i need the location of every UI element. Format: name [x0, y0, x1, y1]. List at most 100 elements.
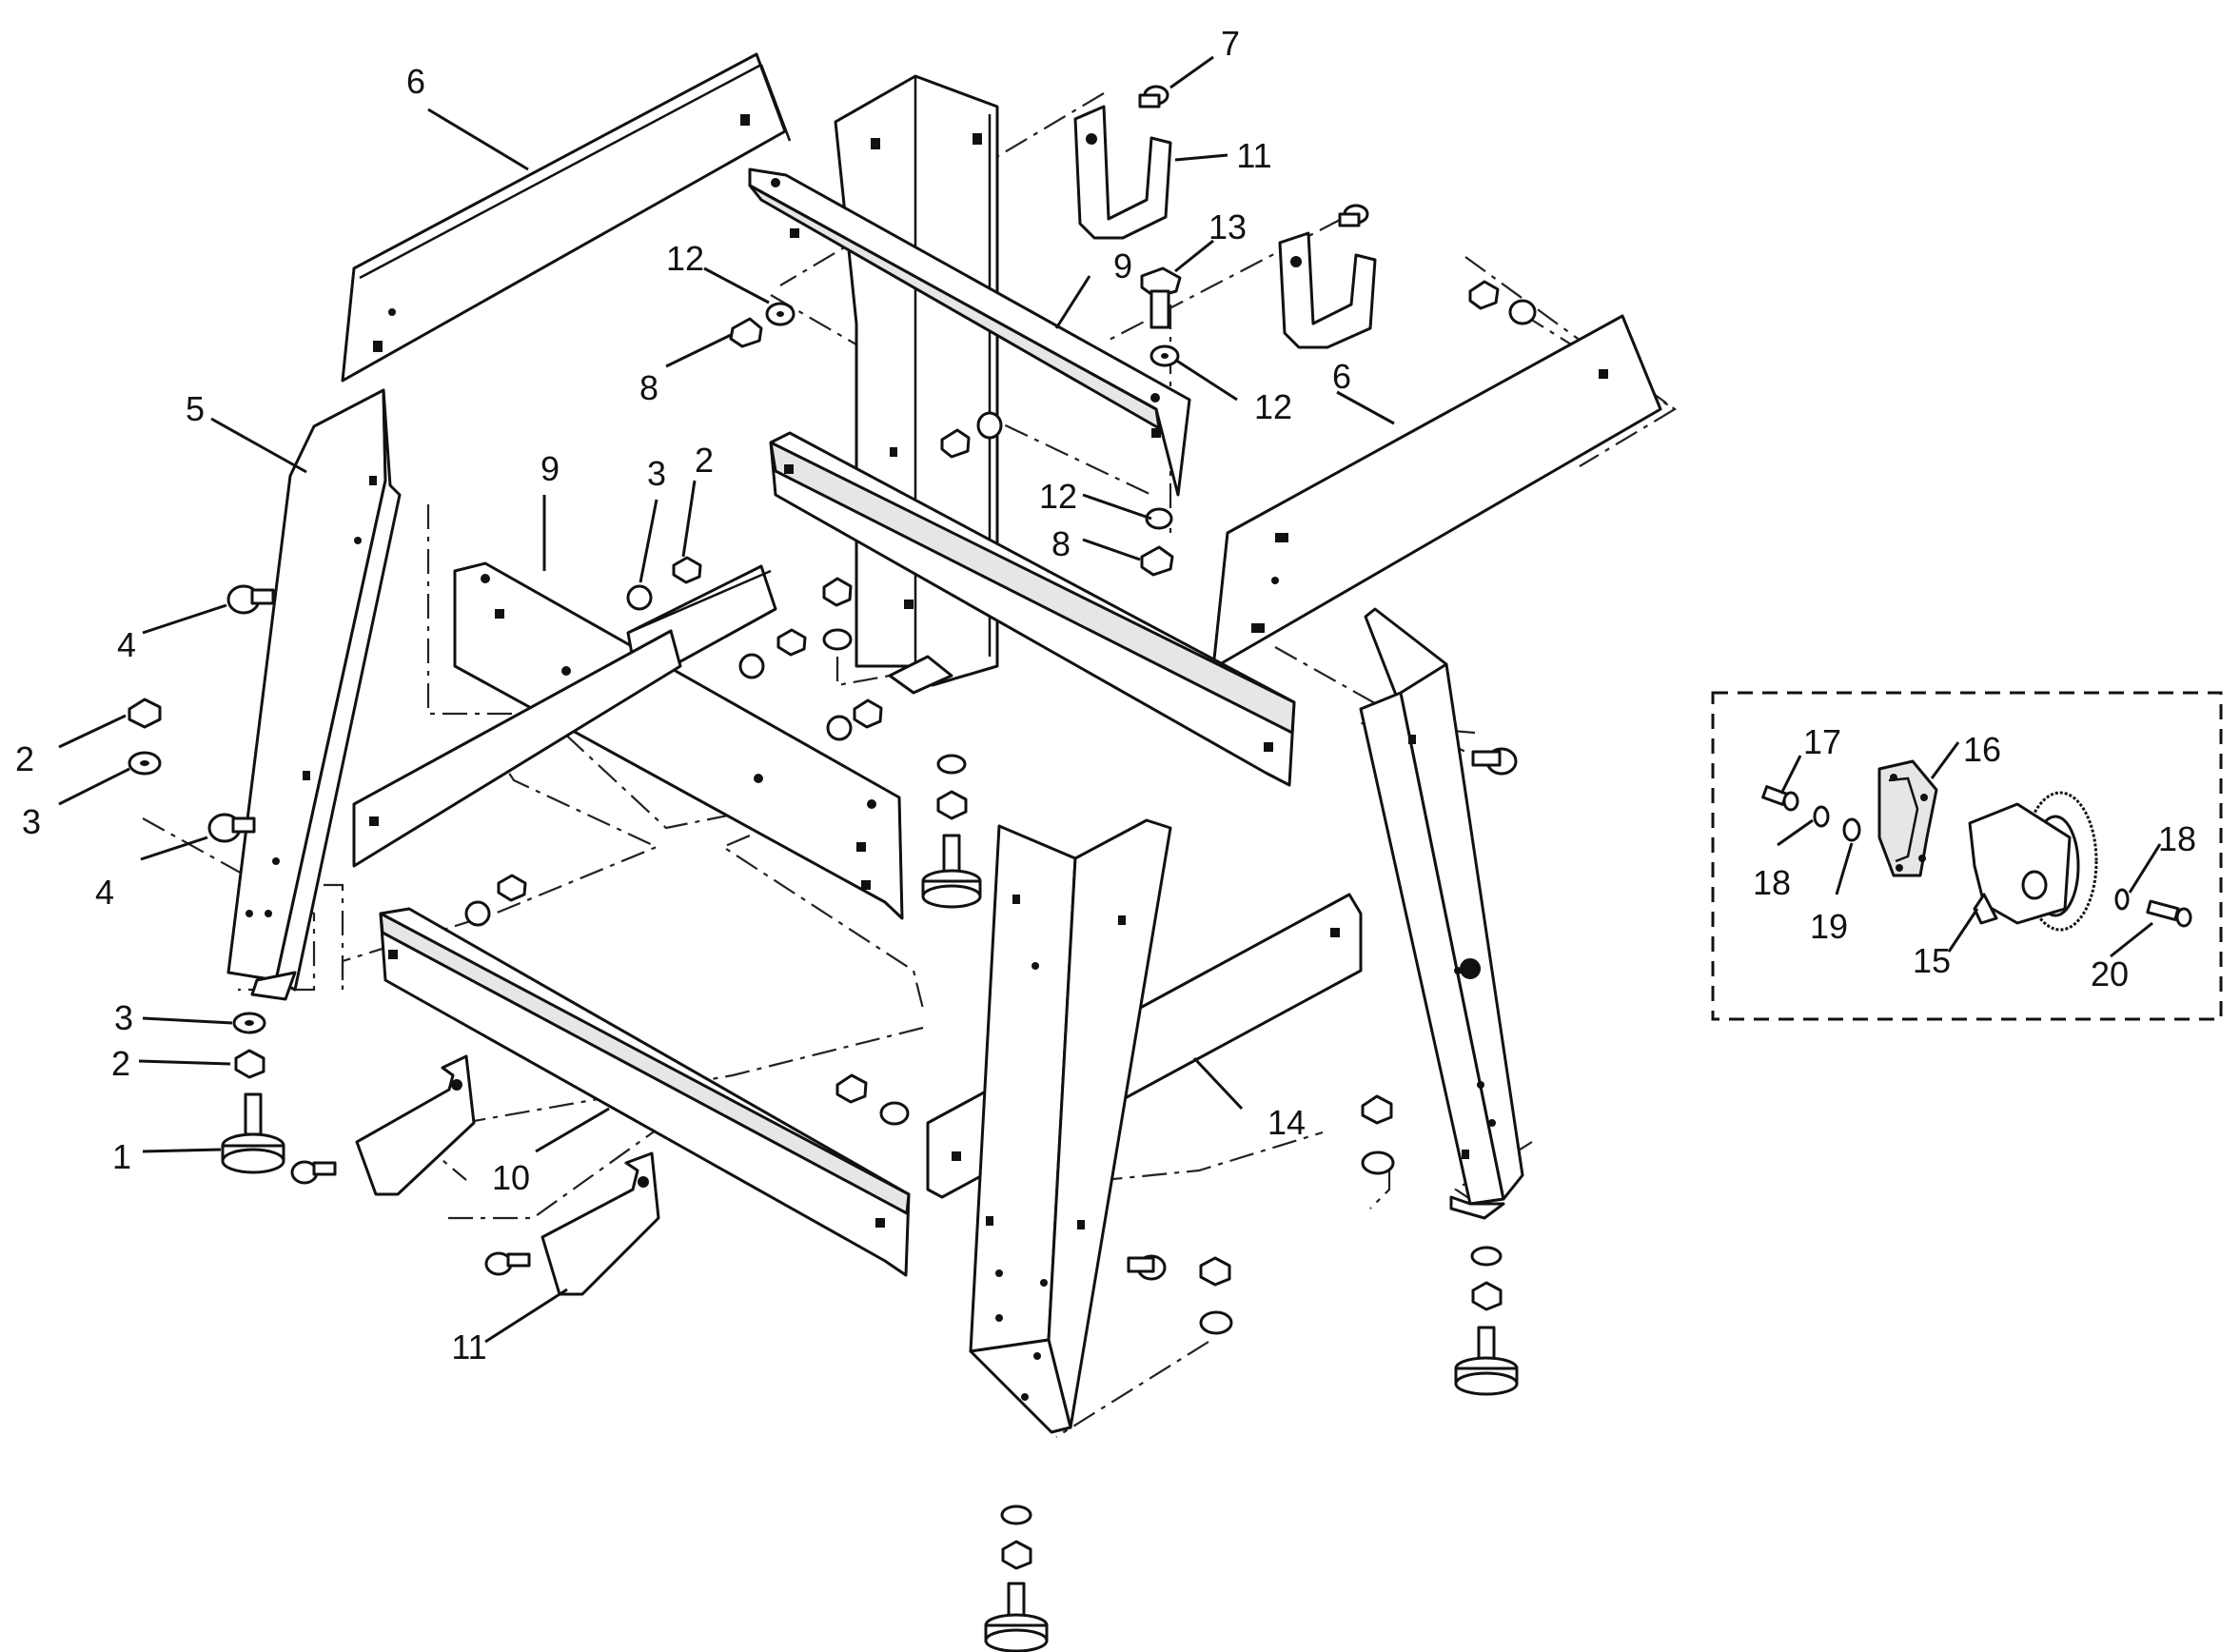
callout-10: 10	[492, 1158, 530, 1197]
callout-2-lower: 2	[111, 1044, 130, 1083]
nut-2-left	[128, 698, 162, 729]
callout-15: 15	[1913, 941, 1951, 980]
callout-2-left: 2	[15, 739, 34, 778]
washer-center-foot	[936, 754, 967, 775]
leveling-foot-1	[221, 1092, 285, 1174]
leveling-foot-right	[1454, 1326, 1519, 1396]
callout-3-mid: 3	[647, 454, 666, 493]
carriage-bolt-front	[1127, 1254, 1167, 1281]
callout-2-mid: 2	[695, 441, 714, 480]
washer-12-c	[1145, 507, 1173, 530]
callout-8-left: 8	[639, 368, 658, 407]
nut-center	[822, 577, 853, 607]
stretcher-lower-left	[352, 629, 682, 868]
washer-12-a	[765, 302, 796, 326]
nut-2-mid	[672, 556, 702, 584]
nut-right-foot	[1471, 1281, 1503, 1311]
washer-front-foot	[1000, 1504, 1032, 1525]
washer-3-lower	[232, 1012, 266, 1034]
nut-10	[497, 874, 527, 902]
nut-8-a	[729, 317, 763, 348]
leveling-foot-front	[984, 1582, 1049, 1652]
nut-top-right	[1468, 280, 1500, 310]
screw-bottom	[484, 1251, 531, 1276]
bolt-13	[1140, 266, 1182, 329]
callout-3-left: 3	[22, 802, 41, 841]
washer-12-b	[1149, 344, 1180, 367]
nut-8-b	[1140, 545, 1174, 577]
callout-9-front: 9	[540, 449, 560, 488]
top-rail-rear	[748, 167, 1191, 497]
callout-12-center: 12	[1039, 477, 1077, 516]
callout-6-left: 6	[406, 62, 425, 101]
top-apron-left	[341, 52, 792, 383]
washer-center2	[826, 715, 853, 741]
screw-bottom-left	[290, 1160, 337, 1185]
nut-mid	[940, 428, 971, 459]
callout-12-right: 12	[1254, 387, 1292, 426]
callout-5: 5	[186, 389, 205, 428]
callout-8-center: 8	[1051, 524, 1071, 563]
washer-14	[879, 1101, 910, 1126]
washer-right-foot	[1470, 1246, 1503, 1267]
carriage-bolt-4-b	[207, 813, 256, 843]
washer-top-right	[1508, 299, 1537, 325]
bracket-11-bottom-left	[355, 1054, 476, 1196]
callout-12-left: 12	[666, 239, 704, 278]
leveling-foot-center	[921, 834, 982, 909]
callout-1: 1	[112, 1137, 131, 1176]
washer-front-right	[1199, 1310, 1233, 1335]
washer-right	[1361, 1150, 1395, 1175]
carriage-bolt-right	[1471, 747, 1518, 776]
nut-14	[835, 1073, 868, 1104]
callout-18-left: 18	[1753, 863, 1791, 902]
bracket-11-top	[1073, 105, 1172, 240]
callout-7: 7	[1221, 24, 1240, 63]
caster-bracket-16	[1877, 759, 1938, 877]
top-rail-front	[453, 561, 904, 920]
nut-right	[1361, 1094, 1393, 1125]
leg-left-5	[226, 388, 402, 1001]
washer-mid2	[738, 653, 765, 679]
caster-inset	[1711, 691, 2223, 1021]
washer-mid	[976, 411, 1003, 440]
washer-3-left	[128, 751, 162, 776]
nut-front-right	[1199, 1256, 1231, 1287]
bracket-11-top-right	[1278, 231, 1377, 349]
washer-18-left	[1813, 805, 1830, 828]
callout-4-lower: 4	[95, 873, 114, 912]
callout-6-right: 6	[1332, 357, 1351, 396]
callout-9-top: 9	[1113, 246, 1132, 285]
washer-18-right	[2114, 888, 2130, 911]
washer-center	[822, 628, 853, 651]
leg-right	[1359, 607, 1524, 1220]
callout-11-bottom: 11	[451, 1328, 486, 1367]
washer-19	[1842, 817, 1861, 842]
carriage-bolt-4-a	[226, 584, 275, 615]
leader-lines	[58, 55, 2162, 1344]
rail-middle-diagonal	[769, 431, 1296, 787]
callout-19: 19	[1810, 907, 1848, 946]
washer-3-mid	[626, 584, 653, 611]
nut-mid2	[776, 628, 807, 657]
nut-center2	[853, 698, 883, 729]
nut-front-foot	[1001, 1540, 1032, 1570]
callout-4-upper: 4	[117, 625, 136, 664]
stretcher-10	[379, 907, 911, 1277]
washer-10	[464, 900, 491, 927]
callout-17: 17	[1803, 722, 1841, 761]
top-apron-right	[1211, 314, 1662, 670]
screw-17	[1761, 785, 1799, 812]
screw-7-right	[1338, 204, 1369, 227]
callout-14: 14	[1267, 1103, 1306, 1142]
nut-2-lower	[234, 1049, 265, 1079]
leg-front	[969, 818, 1172, 1434]
callout-11-top: 11	[1236, 136, 1271, 175]
callout-16: 16	[1963, 730, 2001, 769]
callout-20: 20	[2091, 954, 2129, 993]
callout-18-right: 18	[2158, 819, 2196, 858]
callout-13: 13	[1208, 207, 1247, 246]
caster-15	[1968, 791, 2098, 932]
callout-labels: 6 7 11 13 12 9 8 12 6 5 12 8 9 3 2 4 2 3…	[15, 24, 2196, 1367]
